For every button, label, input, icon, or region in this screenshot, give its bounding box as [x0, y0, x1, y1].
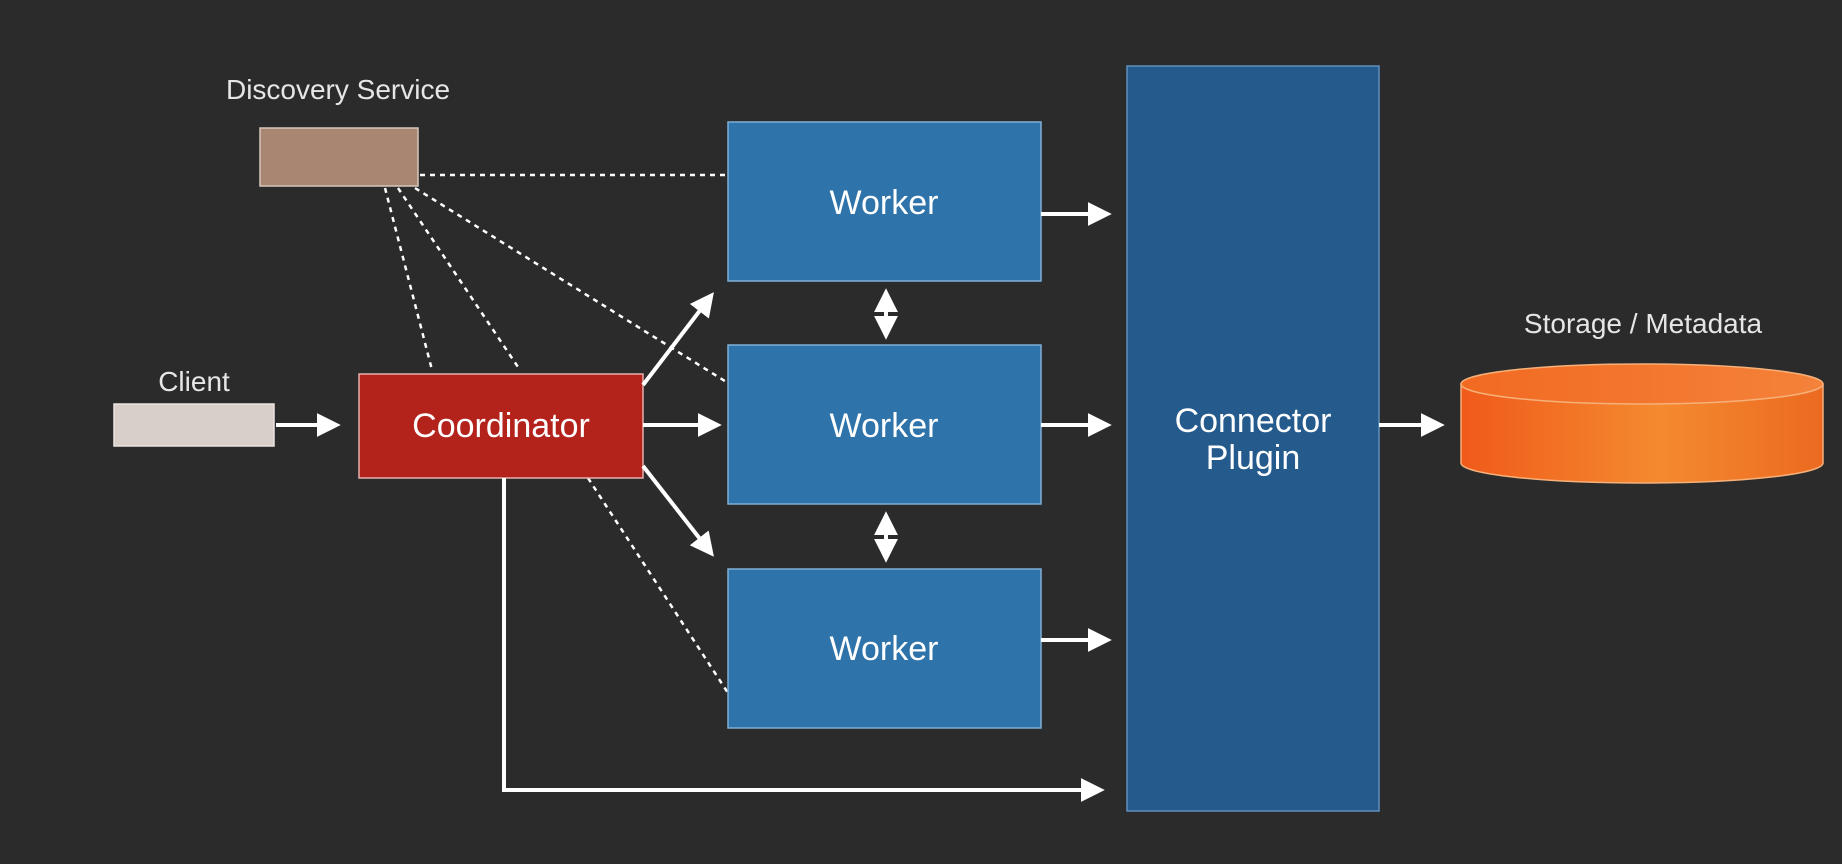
- storage-metadata-label: Storage / Metadata: [1524, 308, 1763, 339]
- coordinator-box: [358, 373, 644, 479]
- storage-cylinder: [1460, 363, 1824, 484]
- worker-label-2: Worker: [830, 407, 939, 445]
- discovery-lines: [383, 173, 730, 694]
- coordinator-label: Coordinator: [412, 407, 590, 445]
- storage-cylinder-body: [1460, 383, 1824, 484]
- worker-box-1: [727, 121, 1042, 282]
- storage-cylinder-top: [1460, 363, 1824, 405]
- discovery-service-label: Discovery Service: [226, 74, 450, 105]
- coordinator-to-worker3-line: [586, 477, 730, 694]
- worker-label-3: Worker: [830, 630, 939, 668]
- coordinator-to-connector-arrow: [502, 478, 1105, 802]
- connector-plugin-box: [1126, 65, 1380, 812]
- worker-box-3: [727, 568, 1042, 729]
- discovery-to-coordinator-line: [383, 187, 434, 371]
- worker-box-2: [727, 344, 1042, 505]
- client-box: [113, 403, 275, 447]
- client-label: Client: [158, 366, 230, 397]
- coordinator-to-worker3-arrow: [641, 464, 714, 557]
- worker-label-1: Worker: [830, 184, 939, 222]
- discovery-to-coordinator-line: [396, 187, 522, 371]
- discovery-service-box: [259, 127, 419, 187]
- discovery-to-worker2-line: [414, 186, 729, 385]
- flow-arrows: [276, 202, 1445, 802]
- connector-plugin-label-line1: Connector: [1175, 402, 1332, 440]
- connector-plugin-label-line2: Plugin: [1206, 439, 1301, 477]
- coordinator-to-worker1-arrow: [641, 292, 714, 387]
